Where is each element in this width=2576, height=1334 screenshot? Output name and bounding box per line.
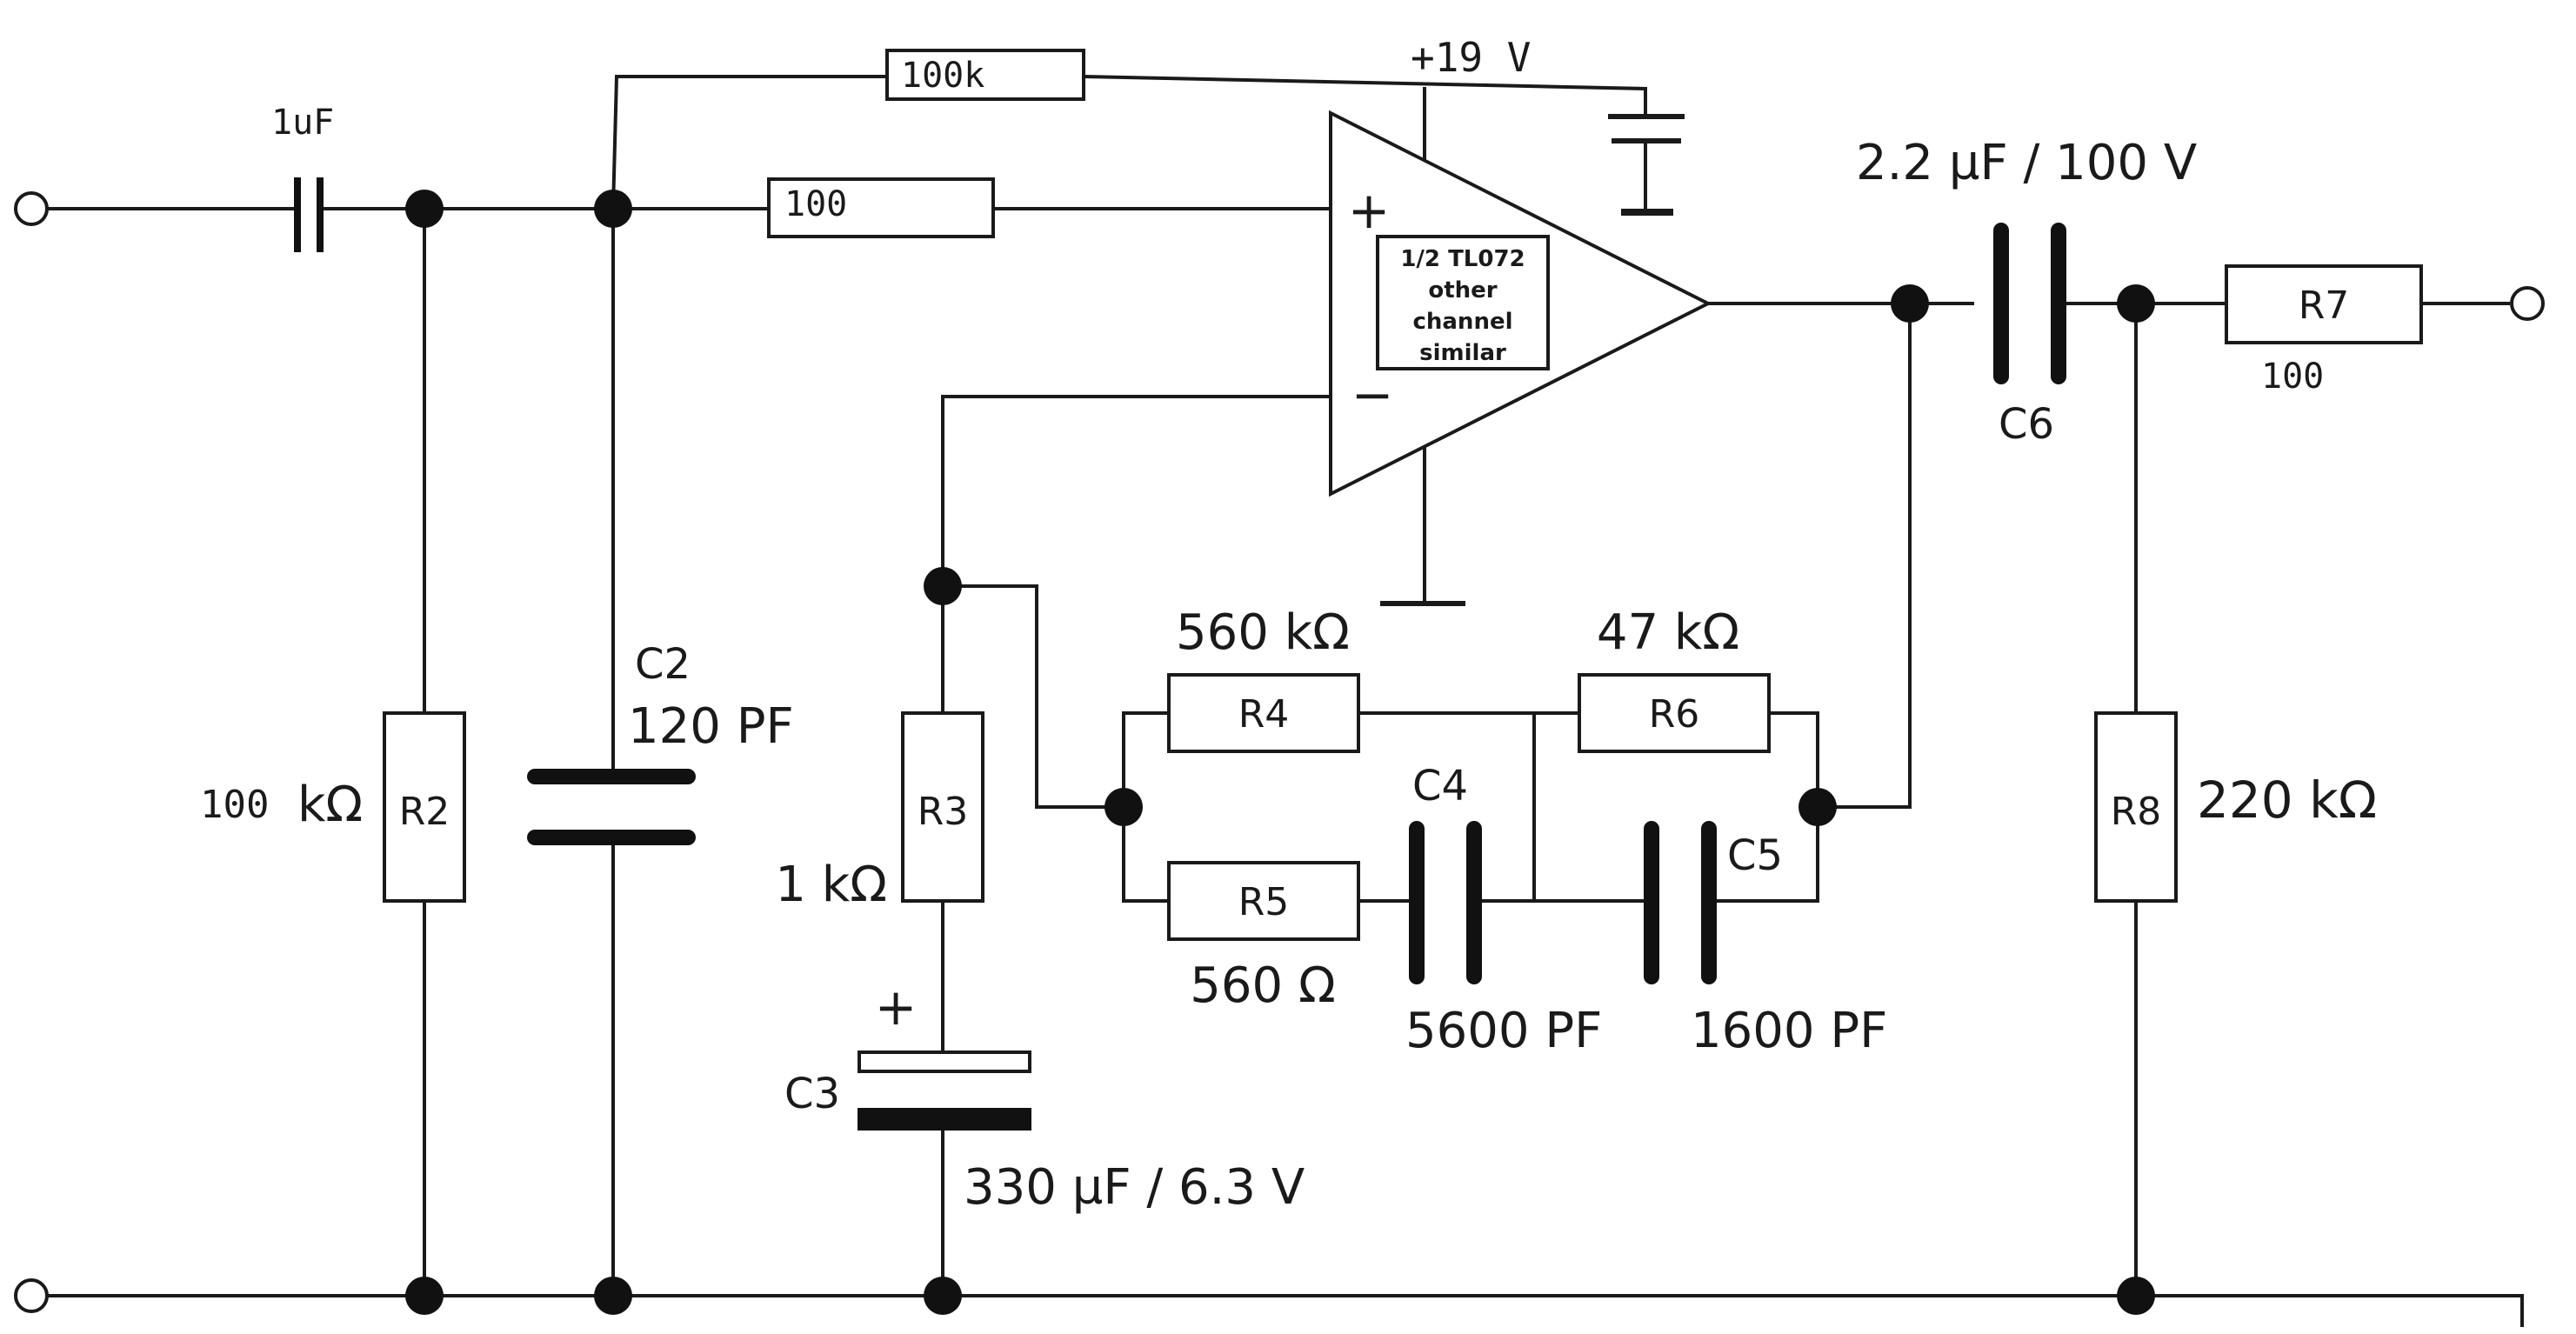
opamp-plus-sign: + bbox=[1348, 181, 1391, 240]
decoupling-capacitor bbox=[1608, 114, 1685, 216]
resistor-r4 bbox=[1167, 673, 1360, 753]
opamp-label-line3: channel bbox=[1412, 309, 1512, 335]
label-r5-value: 560 Ω bbox=[1190, 957, 1335, 1014]
resistor-r5 bbox=[1167, 861, 1360, 941]
capacitor-c5-plate-a bbox=[1644, 821, 1659, 984]
label-r2-unit: kΩ bbox=[297, 777, 363, 833]
label-c2-ref: C2 bbox=[635, 640, 691, 689]
wires bbox=[45, 74, 2524, 1327]
label-r-top-value: 100k bbox=[901, 56, 984, 96]
capacitor-c6-plate-b bbox=[2051, 223, 2066, 384]
label-r4-value: 560 kΩ bbox=[1176, 604, 1350, 661]
opamp-label-line2: other bbox=[1428, 277, 1497, 303]
label-r6-value: 47 kΩ bbox=[1597, 604, 1739, 661]
label-r6-ref: R6 bbox=[1649, 692, 1700, 737]
output-terminal bbox=[2510, 286, 2545, 321]
capacitor-c2-plate-a bbox=[527, 769, 696, 784]
label-c4-value: 5600 PF bbox=[1405, 1003, 1602, 1059]
label-c3-value: 330 µF / 6.3 V bbox=[964, 1159, 1305, 1216]
input-terminal bbox=[14, 191, 49, 226]
capacitor-c2-plate-b bbox=[527, 830, 696, 845]
opamp-tl072: 1/2 TL072 other channel similar + − bbox=[1329, 110, 1712, 497]
capacitor-1uf-plate-a bbox=[294, 177, 301, 252]
resistor-r7 bbox=[2225, 264, 2423, 344]
component-labels: 1uF 100k 100 100 kΩ R2 C2 120 PF R3 1 kΩ… bbox=[200, 56, 2377, 1216]
label-c3-ref: C3 bbox=[784, 1070, 840, 1118]
label-c-in-value: 1uF bbox=[271, 103, 334, 143]
capacitors bbox=[294, 177, 2066, 1131]
label-r2-ref: R2 bbox=[399, 790, 450, 834]
opamp-label-line1: 1/2 TL072 bbox=[1400, 246, 1525, 272]
resistor-100k bbox=[885, 49, 1085, 101]
resistor-r3 bbox=[901, 711, 984, 903]
resistors bbox=[383, 49, 2423, 941]
label-c2-value: 120 PF bbox=[628, 698, 794, 755]
label-r-series-value: 100 bbox=[784, 184, 847, 224]
capacitor-c4-plate-b bbox=[1466, 821, 1482, 984]
label-r3-value: 1 kΩ bbox=[775, 857, 887, 913]
supply-voltage-label: +19 V bbox=[1411, 34, 1531, 81]
label-c5-ref: C5 bbox=[1727, 831, 1783, 880]
capacitor-c3-plate-pos bbox=[858, 1051, 1031, 1073]
opamp-minus-sign: − bbox=[1351, 365, 1394, 424]
ground-terminal bbox=[14, 1278, 49, 1313]
capacitor-c4-plate-a bbox=[1409, 821, 1425, 984]
resistor-r6 bbox=[1578, 673, 1771, 753]
label-c4-ref: C4 bbox=[1412, 762, 1468, 810]
opamp-label-line4: similar bbox=[1419, 340, 1506, 366]
label-r8-ref: R8 bbox=[2111, 790, 2162, 834]
junction-dots bbox=[405, 190, 2155, 1315]
label-r7-value: 100 bbox=[2261, 357, 2324, 397]
label-r4-ref: R4 bbox=[1238, 692, 1290, 737]
capacitor-1uf-plate-b bbox=[317, 177, 324, 252]
capacitor-c3-plate-neg bbox=[858, 1108, 1031, 1131]
label-c3-polarity: + bbox=[875, 977, 918, 1037]
label-r7-ref: R7 bbox=[2299, 283, 2350, 328]
label-c6-value: 2.2 µF / 100 V bbox=[1856, 135, 2197, 191]
label-c6-ref: C6 bbox=[1999, 400, 2054, 449]
label-r5-ref: R5 bbox=[1238, 880, 1290, 924]
label-r2-value: 100 bbox=[200, 783, 269, 827]
resistor-r2 bbox=[383, 711, 466, 903]
resistor-100 bbox=[767, 177, 995, 238]
label-c5-value: 1600 PF bbox=[1691, 1003, 1887, 1059]
resistor-r8 bbox=[2094, 711, 2178, 903]
label-r8-value: 220 kΩ bbox=[2197, 770, 2377, 830]
capacitor-c5-plate-b bbox=[1701, 821, 1717, 984]
label-r3-ref: R3 bbox=[918, 790, 969, 834]
capacitor-c6-plate-a bbox=[1993, 223, 2009, 384]
